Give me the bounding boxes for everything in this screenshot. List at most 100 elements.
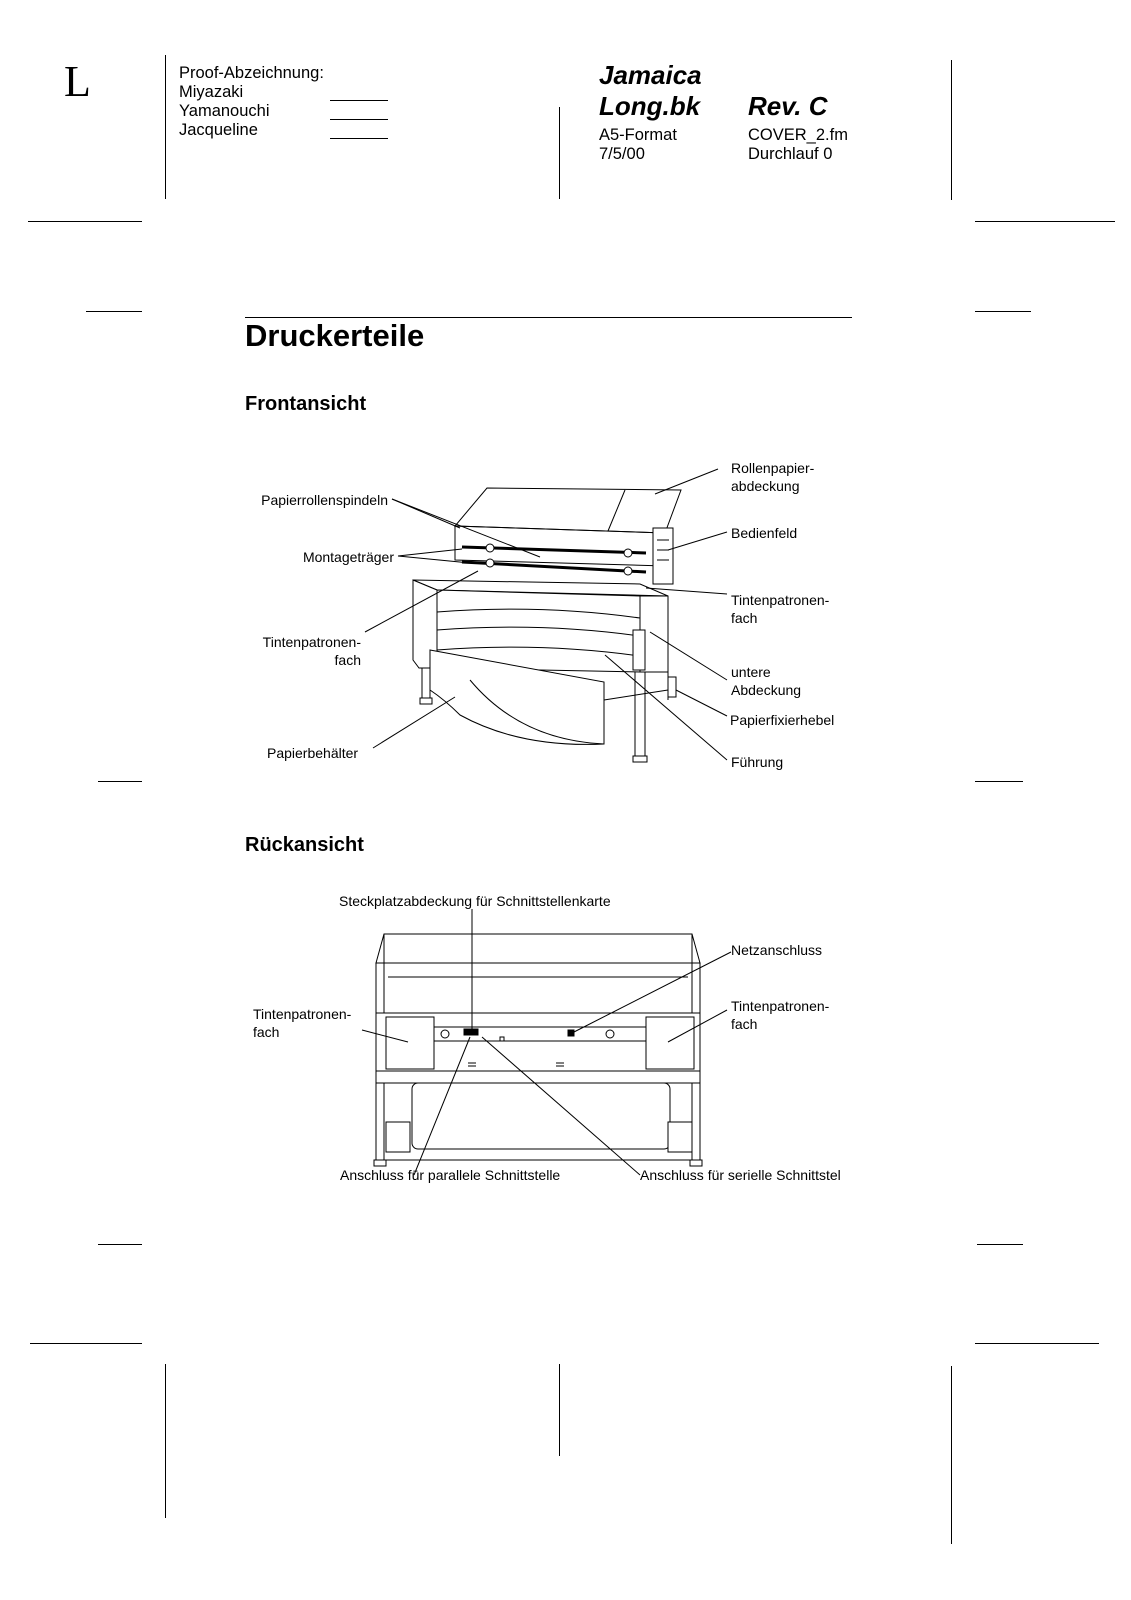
label-line: fach	[731, 610, 758, 626]
control-panel-box	[652, 527, 674, 585]
crop-line	[951, 60, 952, 200]
label-parallel-port: Anschluss für parallele Schnittstelle	[340, 1167, 561, 1183]
rear-slot-cover	[463, 1028, 479, 1036]
signature-line	[330, 119, 388, 120]
lid-crease	[607, 489, 626, 532]
label-line: Tintenpatronen-	[253, 1006, 352, 1022]
label-serial-port: Anschluss für serielle Schnittstel	[640, 1167, 841, 1183]
label-line: Abdeckung	[731, 682, 802, 698]
run-text: Durchlauf 0	[748, 145, 833, 163]
format-label: A5-Format 7/5/00	[599, 126, 677, 164]
lid-edge	[454, 525, 666, 534]
front-curve	[436, 646, 641, 657]
stand-foot	[419, 697, 433, 705]
crop-line	[559, 107, 560, 199]
crop-line	[98, 781, 142, 782]
rear-screw	[440, 1029, 450, 1039]
label-guide: Führung	[731, 754, 784, 770]
proof-title: Proof-Abzeichnung:	[179, 64, 324, 82]
paper-lever	[667, 676, 677, 698]
rear-view-heading: Rückansicht	[245, 834, 364, 856]
stand-bar	[603, 689, 669, 701]
label-line: Tintenpatronen-	[731, 998, 830, 1014]
file-label: COVER_2.fm Durchlauf 0	[748, 126, 848, 164]
rear-stand-block	[667, 1121, 693, 1153]
rear-power-inlet	[567, 1029, 575, 1037]
title-rule	[245, 317, 852, 318]
label-mounting-bracket: Montageträger	[302, 549, 394, 565]
signature-line	[330, 138, 388, 139]
rear-lower-frame	[375, 1070, 701, 1084]
callout-line	[645, 587, 728, 595]
crop-line	[559, 1364, 560, 1456]
spindle-hub	[623, 548, 633, 558]
callout-line	[667, 1009, 728, 1043]
label-lower-cover: untere Abdeckung	[731, 663, 801, 699]
label-line: fach	[253, 1024, 280, 1040]
callout-line	[391, 498, 461, 529]
callout-line	[391, 498, 541, 558]
label-ink-compartment-right: Tintenpatronen- fach	[731, 591, 829, 627]
callout-line	[649, 631, 728, 681]
callout-line	[573, 951, 732, 1033]
rear-upper-body	[375, 962, 701, 1014]
callout-line	[675, 689, 728, 717]
callout-line	[413, 1036, 471, 1176]
callout-line	[364, 570, 479, 633]
label-ink-compartment-left: Tintenpatronen- fach	[240, 633, 361, 669]
proof-name: Miyazaki	[179, 83, 244, 101]
proof-block: Proof-Abzeichnung: Miyazaki Yamanouchi J…	[179, 64, 324, 140]
rear-frame	[454, 526, 666, 567]
crop-line	[165, 1364, 166, 1518]
label-line: Tintenpatronen-	[262, 634, 361, 650]
crop-line	[975, 1343, 1099, 1344]
crop-line	[86, 311, 142, 312]
rear-middle-band	[375, 1012, 701, 1072]
rear-small-port	[499, 1036, 505, 1042]
printer-right-side	[639, 595, 669, 673]
stand-foot	[632, 755, 648, 763]
label-line: fach	[334, 652, 361, 668]
callout-line	[654, 468, 719, 495]
crop-line	[28, 221, 142, 222]
rear-ink-bay-left	[385, 1016, 435, 1070]
page-side-letter: L	[64, 57, 91, 106]
crop-line	[30, 1343, 142, 1344]
date-text: 7/5/00	[599, 145, 645, 163]
rear-stand-block	[385, 1121, 411, 1153]
paper-basket	[429, 649, 605, 745]
front-curve	[436, 608, 641, 619]
crop-line	[951, 1366, 952, 1544]
label-line: untere	[731, 664, 771, 680]
label-line: abdeckung	[731, 478, 800, 494]
label-slot-cover: Steckplatzabdeckung für Schnittstellenka…	[339, 893, 611, 909]
callout-line	[667, 531, 728, 551]
ink-door-right	[632, 629, 646, 671]
label-ink-left: Tintenpatronen- fach	[253, 1005, 351, 1041]
crop-line	[975, 311, 1031, 312]
front-view-heading: Frontansicht	[245, 393, 367, 415]
label-paper-roll-spindles: Papierrollenspindeln	[261, 492, 388, 508]
label-line: fach	[731, 1016, 758, 1032]
label-paper-lever: Papierfixierhebel	[730, 712, 835, 728]
callout-line	[481, 1036, 641, 1176]
spindle-upper	[461, 545, 647, 555]
format-text: A5-Format	[599, 126, 677, 144]
crop-line	[977, 1244, 1023, 1245]
spindle-hub	[485, 543, 495, 553]
roll-cover-lid	[453, 487, 682, 534]
crop-line	[98, 1244, 142, 1245]
book-title-line2: Long.bk	[599, 91, 701, 121]
label-control-panel: Bedienfeld	[731, 525, 798, 541]
spindle-hub	[485, 558, 495, 568]
printer-body-front	[412, 579, 438, 669]
rear-ink-bay-right	[645, 1016, 695, 1070]
revision-label: Rev. C	[748, 91, 828, 121]
label-power-inlet: Netzanschluss	[731, 942, 823, 958]
rear-basket	[411, 1082, 671, 1150]
label-line: Tintenpatronen-	[731, 592, 830, 608]
file-text: COVER_2.fm	[748, 126, 848, 144]
callout-line	[604, 654, 728, 761]
